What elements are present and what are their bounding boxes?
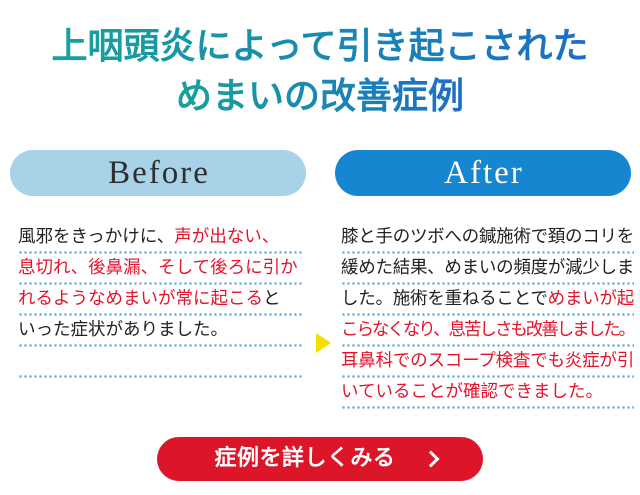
after-label: After (444, 155, 524, 191)
before-blank-line (18, 347, 304, 378)
line-text: いった症状がありました。 (18, 316, 228, 344)
before-description: 風邪をきっかけに、声が出ない、 息切れ、後鼻漏、そして後ろに引か れるようなめま… (18, 223, 304, 378)
line-text: 膝と手のツボへの鍼施術で頚のコリを (341, 223, 634, 251)
highlight-text: めまいが起 (547, 289, 635, 309)
title-line-2: めまいの改善症例 (176, 72, 464, 122)
triangle-right-icon (316, 333, 331, 353)
after-line-5: 耳鼻科でのスコープ検査でも炎症が引 (341, 347, 634, 378)
highlight-text: こらなくなり、息苦しさも改善しました。 (341, 320, 636, 340)
line-text: した。施術を重ねることでめまいが起 (341, 285, 634, 313)
after-line-3: した。施術を重ねることでめまいが起 (341, 285, 634, 316)
before-line-2: 息切れ、後鼻漏、そして後ろに引か (18, 254, 304, 285)
after-line-2: 緩めた結果、めまいの頻度が減少しま (341, 254, 634, 285)
view-case-details-button[interactable]: 症例を詳しくみる (157, 437, 483, 481)
after-line-4: こらなくなり、息苦しさも改善しました。 (341, 316, 636, 347)
plain-text: 緩めた結果、めまいの頻度が減少しま (341, 258, 634, 278)
line-text: こらなくなり、息苦しさも改善しました。 (341, 316, 636, 344)
title-line-1: 上咽頭炎によって引き起こされた (51, 22, 588, 72)
before-line-1: 風邪をきっかけに、声が出ない、 (18, 223, 304, 254)
plain-text: 風邪をきっかけに、 (18, 227, 175, 247)
highlight-text: 耳鼻科でのスコープ検査でも炎症が引 (341, 351, 634, 371)
chevron-right-icon (422, 450, 440, 468)
plain-text: した。施術を重ねることで (341, 289, 548, 309)
before-header: Before (10, 150, 306, 196)
line-text: いていることが確認できました。 (341, 378, 603, 406)
after-header: After (335, 150, 631, 196)
after-line-6: いていることが確認できました。 (341, 378, 634, 409)
after-line-1: 膝と手のツボへの鍼施術で頚のコリを (341, 223, 634, 254)
cta-label: 症例を詳しくみる (214, 446, 396, 471)
highlight-text: れるようなめまいが常に起こる (18, 289, 263, 309)
plain-text: と (263, 289, 281, 309)
before-label: Before (108, 155, 210, 191)
line-text: れるようなめまいが常に起こると (18, 285, 281, 313)
line-text: 緩めた結果、めまいの頻度が減少しま (341, 254, 634, 282)
before-line-4: いった症状がありました。 (18, 316, 304, 347)
highlight-text: いていることが確認できました。 (341, 382, 603, 402)
line-text: 風邪をきっかけに、声が出ない、 (18, 223, 279, 251)
highlight-text: 息切れ、後鼻漏、そして後ろに引か (18, 258, 298, 278)
highlight-text: 声が出ない、 (174, 227, 280, 247)
plain-text: いった症状がありました。 (18, 320, 228, 340)
line-text: 息切れ、後鼻漏、そして後ろに引か (18, 254, 298, 282)
before-line-3: れるようなめまいが常に起こると (18, 285, 304, 316)
line-text: 耳鼻科でのスコープ検査でも炎症が引 (341, 347, 634, 375)
plain-text: 膝と手のツボへの鍼施術で頚のコリを (341, 227, 634, 247)
after-description: 膝と手のツボへの鍼施術で頚のコリを 緩めた結果、めまいの頻度が減少しま した。施… (341, 223, 636, 409)
page-title: 上咽頭炎によって引き起こされた めまいの改善症例 (0, 22, 640, 122)
